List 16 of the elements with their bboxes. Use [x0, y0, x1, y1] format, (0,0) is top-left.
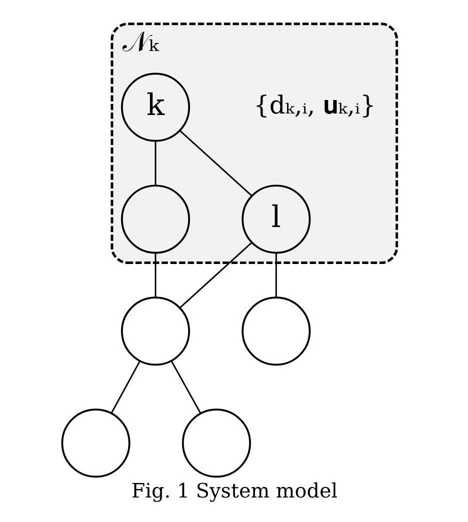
connector: [178, 130, 252, 196]
node-label: {dₖ,ᵢ, 𝐮ₖ,ᵢ}: [253, 90, 376, 119]
node-circle: [120, 296, 190, 366]
node-circle: [60, 408, 130, 478]
connector: [178, 242, 252, 308]
connector: [154, 140, 156, 186]
connector: [274, 252, 276, 297]
connector: [110, 360, 140, 414]
connector: [170, 360, 201, 414]
node-circle: [120, 184, 190, 254]
caption: Fig. 1 System model: [130, 479, 338, 502]
connector: [154, 252, 156, 297]
node-circle: [241, 296, 310, 366]
node-circle: k: [120, 72, 190, 142]
node-circle: [181, 408, 250, 478]
node-circle: l: [241, 184, 310, 254]
